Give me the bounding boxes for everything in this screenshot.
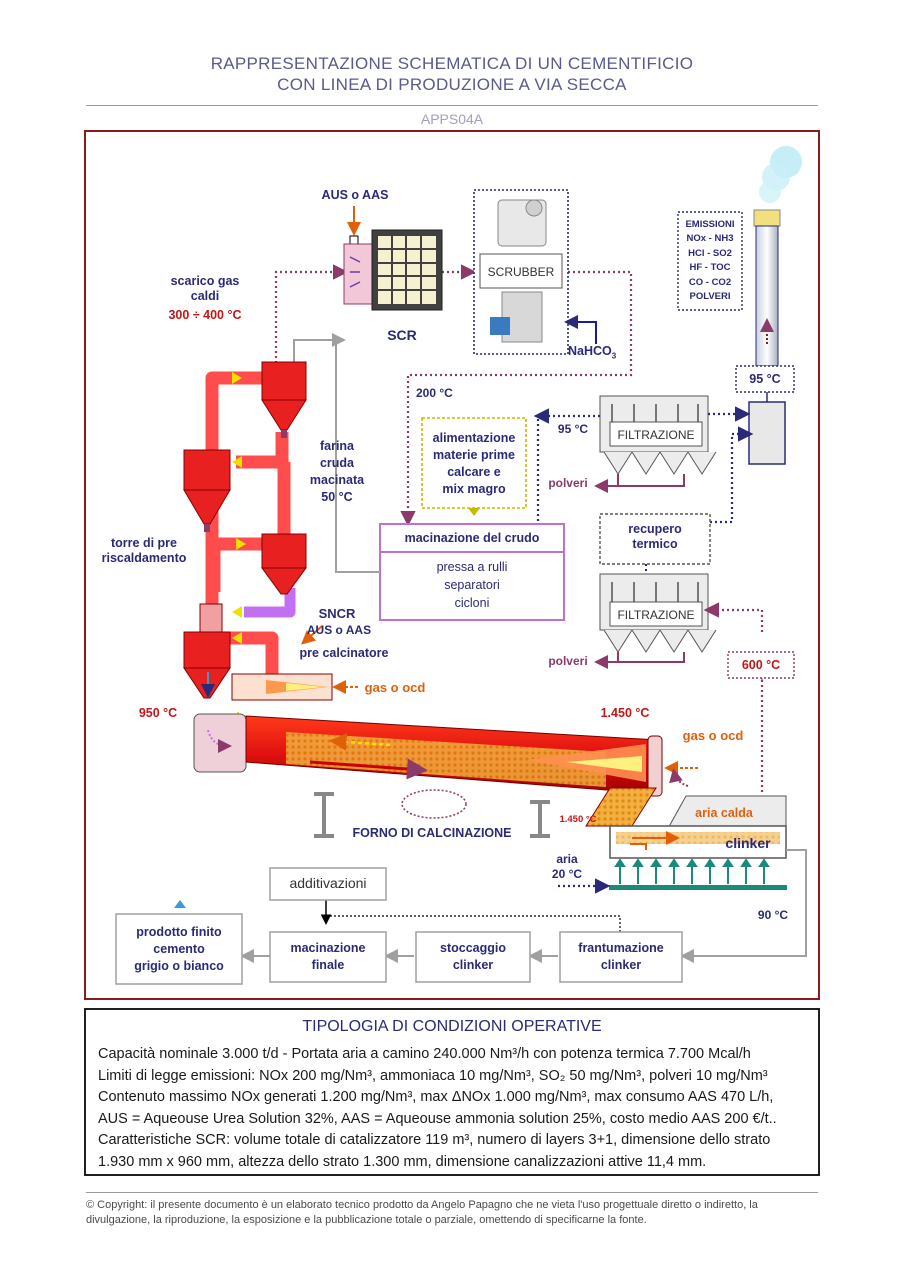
- product-line3: grigio o bianco: [134, 959, 224, 973]
- product-line1: prodotto finito: [136, 925, 222, 939]
- nahco3-main: NaHCO: [568, 344, 612, 358]
- condition-line: Caratteristiche SCR: volume totale di ca…: [98, 1132, 771, 1148]
- dust-bottom-label: polveri: [548, 654, 588, 668]
- storage-line1: stoccaggio: [440, 941, 506, 955]
- filtration-top-label: FILTRAZIONE: [617, 428, 695, 442]
- clinker-storage-label: stoccaggio clinker: [416, 940, 530, 974]
- emission-co: CO - CO2: [688, 276, 732, 288]
- condition-line: Capacità nominale 3.000 t/d - Portata ar…: [98, 1046, 751, 1062]
- exhaust-gas-line2: caldi: [190, 289, 220, 303]
- raw-meal-line1: farina: [319, 439, 355, 453]
- precalciner-burner: [231, 673, 333, 701]
- hot-air-label: aria calda: [695, 806, 753, 820]
- condition-line: Limiti di legge emissioni: NOx 200 mg/Nm…: [98, 1067, 768, 1084]
- document-code: APPS04A: [420, 111, 484, 127]
- temp-1450-small: 1.450 °C: [559, 814, 597, 825]
- raw-mill-line2: separatori: [444, 578, 500, 592]
- emissions-title: EMISSIONI: [685, 219, 735, 230]
- condition-line: Contenuto massimo NOx generati 1.200 mg/…: [98, 1089, 774, 1105]
- kiln-supports: [314, 792, 550, 838]
- raw-material-feed: alimentazione materie prime calcare e mi…: [424, 430, 524, 498]
- feed-line1: alimentazione: [432, 431, 516, 445]
- sncr-label: SNCR: [318, 606, 356, 621]
- finish-grinding-line2: finale: [311, 958, 345, 972]
- product-line2: cemento: [153, 942, 205, 956]
- condition-line: AUS = Aqueouse Urea Solution 32%, AAS = …: [98, 1110, 777, 1127]
- operating-conditions-text: Capacità nominale 3.000 t/d - Portata ar…: [98, 1044, 810, 1173]
- feed-line2: materie prime: [433, 448, 515, 462]
- cooling-air-label: aria 20 °C: [542, 852, 592, 882]
- raw-mill-equipment: pressa a rulli separatori cicloni: [380, 558, 564, 612]
- scrubber-label: SCRUBBER: [487, 265, 555, 279]
- cooling-air-fans: [609, 858, 787, 890]
- raw-meal-temp: 50 °C: [321, 490, 353, 504]
- emission-dust: POLVERI: [689, 291, 731, 303]
- fuel-kiln-label: gas o ocd: [682, 728, 744, 743]
- precalciner-label: pre calcinatore: [299, 646, 389, 660]
- emission-hcl: HCl - SO2: [688, 247, 732, 259]
- footer-divider: [86, 1192, 818, 1193]
- filtration-bottom-label: FILTRAZIONE: [617, 608, 695, 622]
- stack-temp: 95 °C: [749, 372, 781, 386]
- raw-meal-label: farina cruda macinata 50 °C: [302, 438, 372, 506]
- raw-meal-line2: cruda: [319, 456, 355, 470]
- temp-1450-kiln: 1.450 °C: [600, 706, 650, 720]
- clinker-crushing-label: frantumazione clinker: [560, 940, 682, 974]
- temp-600: 600 °C: [741, 658, 781, 672]
- feed-line4: mix magro: [442, 482, 506, 496]
- stack-steam: [759, 146, 802, 203]
- exhaust-gas-line1: scarico gas: [170, 274, 240, 288]
- exhaust-gas-label: scarico gas caldi: [160, 274, 250, 304]
- heat-recovery-line1: recupero: [628, 522, 682, 536]
- exhaust-gas-temp: 300 ÷ 400 °C: [168, 308, 242, 322]
- feed-line3: calcare e: [447, 465, 501, 479]
- raw-mill-line1: pressa a rulli: [436, 560, 508, 574]
- plant-diagram-drawing: [115, 146, 807, 985]
- nahco3-label: NaHCO3: [568, 344, 628, 364]
- crushing-line1: frantumazione: [578, 941, 664, 955]
- finish-grinding-label: macinazione finale: [270, 940, 386, 974]
- finish-grinding-line1: macinazione: [290, 941, 366, 955]
- filter-temp-95: 95 °C: [557, 422, 589, 436]
- temp-90: 90 °C: [757, 908, 789, 922]
- scr-label: SCR: [387, 327, 417, 343]
- crushing-line2: clinker: [600, 958, 642, 972]
- storage-line2: clinker: [452, 958, 494, 972]
- heat-recovery-label: recupero termico: [600, 522, 710, 552]
- page-title-line1: RAPPRESENTAZIONE SCHEMATICA DI UN CEMENT…: [210, 54, 694, 73]
- clinker-label: clinker: [725, 835, 771, 851]
- cooling-air-line2: 20 °C: [551, 867, 583, 881]
- rotary-kiln: [245, 715, 663, 797]
- cooling-air-line1: aria: [556, 852, 578, 866]
- heat-recovery-line2: termico: [632, 537, 678, 551]
- temp-950: 950 °C: [138, 706, 178, 720]
- aus-sncr-label: AUS o AAS: [306, 623, 372, 637]
- temp-200: 200 °C: [416, 386, 453, 400]
- additives-label: additivazioni: [289, 875, 367, 891]
- preheater-line2: riscaldamento: [101, 551, 187, 565]
- emissions-list: EMISSIONI NOx - NH3 HCl - SO2 HF - TOC C…: [678, 218, 742, 304]
- dust-top-label: polveri: [548, 476, 588, 490]
- scr-catalyst-grid: [378, 236, 436, 304]
- finished-product-label: prodotto finito cemento grigio o bianco: [116, 924, 242, 975]
- page-title-line2: CON LINEA DI PRODUZIONE A VIA SECCA: [277, 75, 627, 94]
- operating-conditions-panel: TIPOLOGIA DI CONDIZIONI OPERATIVE Capaci…: [84, 1008, 820, 1176]
- condition-line: 1.930 mm x 960 mm, altezza dello strato …: [98, 1153, 707, 1170]
- plant-diagram: AUS o AAS scarico gas caldi 300 ÷ 400 °C…: [84, 130, 820, 1000]
- operating-conditions-title: TIPOLOGIA DI CONDIZIONI OPERATIVE: [302, 1018, 602, 1035]
- raw-meal-line3: macinata: [309, 473, 365, 487]
- copyright-notice: © Copyright: il presente documento è un …: [86, 1199, 758, 1226]
- nahco3-sub: 3: [611, 351, 617, 361]
- raw-mill-line3: cicloni: [454, 596, 490, 610]
- preheater-cyclones: [183, 361, 307, 699]
- emission-nox: NOx - NH3: [686, 233, 734, 245]
- preheater-line1: torre di pre: [111, 536, 177, 550]
- fuel-precalciner-label: gas o ocd: [364, 680, 426, 695]
- raw-mill-title: macinazione del crudo: [404, 531, 540, 545]
- emission-hf: HF - TOC: [689, 262, 731, 274]
- preheater-tower-label: torre di pre riscaldamento: [94, 536, 194, 566]
- aus-scr-label: AUS o AAS: [321, 188, 389, 202]
- header-divider: [86, 105, 818, 106]
- kiln-label: FORNO DI CALCINAZIONE: [352, 826, 512, 840]
